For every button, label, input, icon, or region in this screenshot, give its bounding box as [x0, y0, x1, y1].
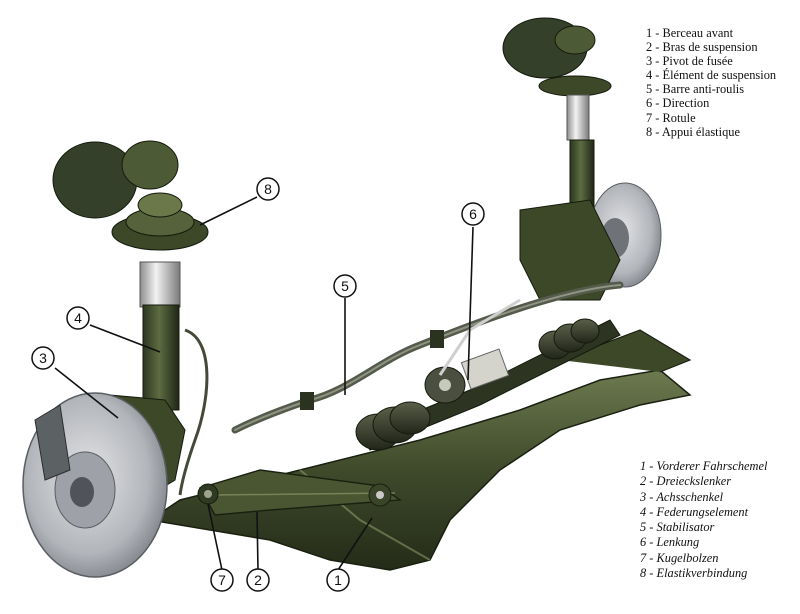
callout-4: 4: [66, 306, 90, 330]
svg-text:5: 5: [341, 278, 349, 294]
svg-text:3: 3: [39, 350, 47, 366]
legend-de-item-8: 8 - Elastikverbindung: [640, 566, 748, 581]
svg-text:8: 8: [264, 181, 272, 197]
callout-8: 8: [256, 177, 280, 201]
callout-6: 6: [461, 202, 485, 226]
legend-de-item-7: 7 - Kugelbolzen: [640, 550, 719, 565]
svg-text:4: 4: [74, 310, 82, 326]
legend-french: 1 - Berceau avant 2 - Bras de suspension…: [646, 26, 776, 139]
legend-fr-item-5: 5 - Barre anti-roulis: [646, 82, 745, 97]
callout-1: 1: [326, 568, 350, 592]
legend-de-item-1: 1 - Vorderer Fahrschemel: [640, 459, 768, 473]
legend-fr-item-8: 8 - Appui élastique: [646, 124, 740, 139]
svg-text:7: 7: [218, 572, 226, 588]
callout-leaders: [54, 196, 474, 571]
svg-text:1: 1: [334, 572, 342, 588]
top-mount-elastic: [111, 192, 209, 251]
callout-5: 5: [333, 274, 357, 298]
legend-fr-item-3: 3 - Pivot de fusée: [646, 54, 733, 69]
steering-boot-right: [538, 318, 600, 360]
steering-rack: [355, 298, 621, 451]
legend-fr-item-7: 7 - Rotule: [646, 110, 696, 125]
right-strut-assembly: [502, 17, 662, 301]
front-subframe: [148, 329, 692, 571]
svg-text:2: 2: [254, 572, 262, 588]
legend-de-item-6: 6 - Lenkung: [640, 535, 700, 550]
callout-2: 2: [246, 568, 270, 592]
legend-fr-item-6: 6 - Direction: [646, 96, 710, 111]
legend-fr-item-1: 1 - Berceau avant: [646, 26, 734, 40]
legend-fr-item-4: 4 - Élément de suspension: [646, 68, 777, 83]
anti-roll-bar: [231, 281, 624, 434]
ball-joint: [197, 483, 219, 505]
legend-fr-item-2: 2 - Bras de suspension: [646, 40, 758, 55]
lower-control-arm: [198, 469, 403, 516]
steering-boot-left: [355, 401, 431, 451]
legend-de-item-5: 5 - Stabilisator: [640, 520, 715, 535]
legend-de-item-4: 4 - Federungselement: [640, 504, 749, 519]
legend-de-item-2: 2 - Dreieckslenker: [640, 474, 732, 489]
svg-text:6: 6: [469, 206, 477, 222]
left-strut-assembly: [52, 140, 209, 496]
legend-german: 1 - Vorderer Fahrschemel 2 - Dreieckslen…: [640, 459, 767, 581]
callout-3: 3: [31, 346, 55, 370]
callout-7: 7: [210, 568, 234, 592]
left-brake-disc: [22, 392, 168, 578]
legend-de-item-3: 3 - Achsschenkel: [640, 489, 724, 504]
